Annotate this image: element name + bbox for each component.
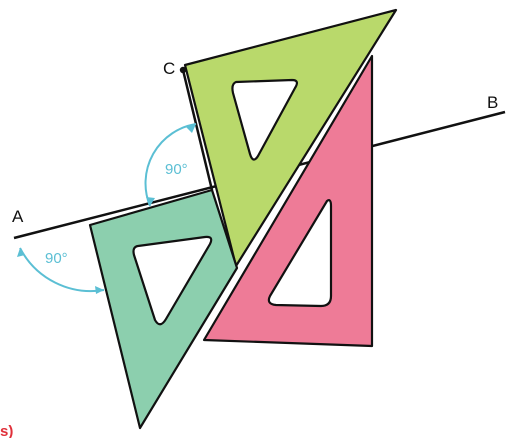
point-c-dot <box>179 66 187 74</box>
point-label-a: A <box>12 207 24 226</box>
arrowhead-lower-end <box>95 286 104 294</box>
angle-arc-lower <box>19 247 105 293</box>
line-c-perpendicular <box>181 69 214 191</box>
point-label-c: C <box>163 59 175 78</box>
angle-arc-upper <box>144 123 197 207</box>
angle-label-upper: 90° <box>165 161 188 178</box>
caption-fragment: s) <box>0 423 13 438</box>
arrowhead-upper-start <box>146 197 155 206</box>
lime-set-square <box>183 8 398 268</box>
angle-label-lower: 90° <box>45 250 68 267</box>
green-set-square <box>88 188 239 430</box>
point-label-b: B <box>487 93 498 112</box>
arrowhead-lower-start <box>17 248 25 257</box>
pink-set-square <box>202 54 374 348</box>
arrowhead-upper-end <box>186 124 196 133</box>
